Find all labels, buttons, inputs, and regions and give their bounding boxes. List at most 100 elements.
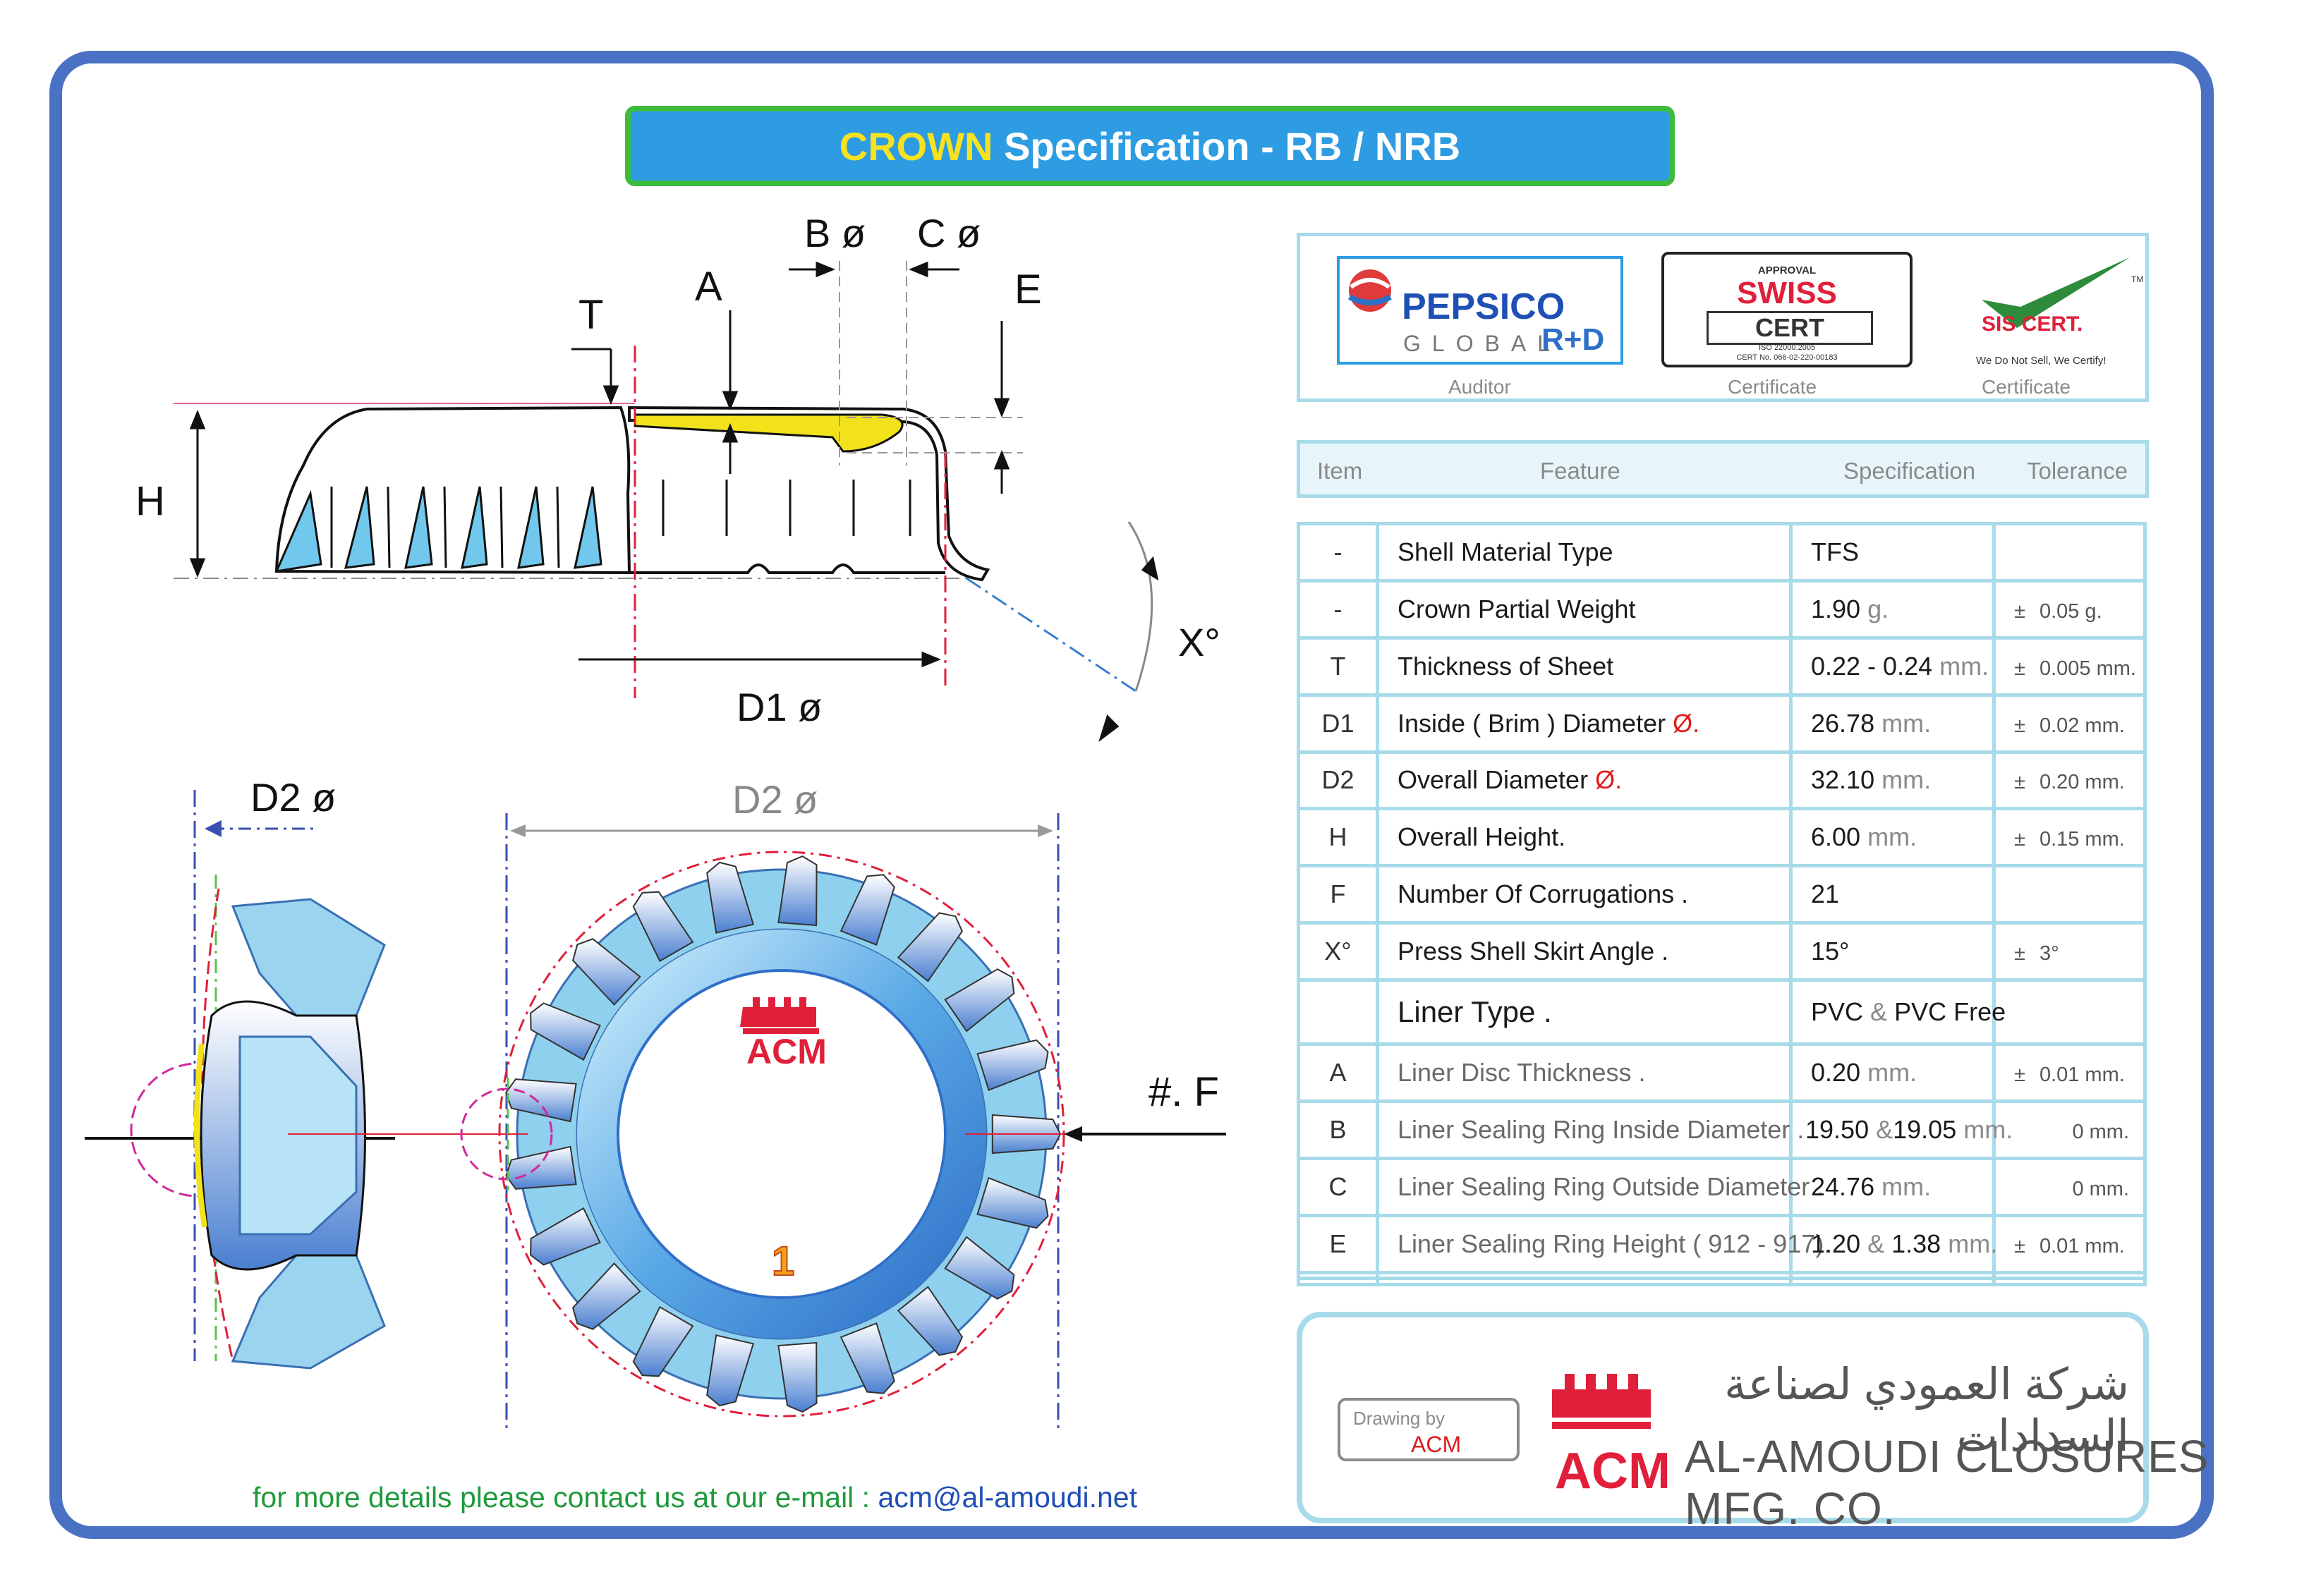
table-row: F Number Of Corrugations . 21 <box>1297 864 2147 925</box>
corrugation-tooth <box>505 1145 577 1190</box>
item-cell: T <box>1297 635 1379 697</box>
spec-cell: 19.50 &19.05 mm. <box>1789 1099 2013 1160</box>
feature-cell: Shell Material Type <box>1376 522 1793 583</box>
feature-cell: Liner Disc Thickness . <box>1376 1042 1793 1104</box>
feature-cell: Press Shell Skirt Angle . <box>1376 921 1793 982</box>
table-row: A Liner Disc Thickness . 0.20 mm. ± 0.01… <box>1297 1042 2147 1104</box>
spec-unit: g. <box>1867 594 1889 623</box>
corrugation-tooth <box>944 1236 1015 1300</box>
contact-email-link[interactable]: acm@al-amoudi.net <box>878 1481 1137 1513</box>
table-row: - Shell Material Type TFS <box>1297 522 2147 583</box>
company-name-english: AL-AMOUDI CLOSURES MFG. CO. <box>1685 1431 2210 1534</box>
item-cell: A <box>1297 1042 1379 1104</box>
diameter-symbol: Ø. <box>1595 765 1623 795</box>
corrugation-tooth <box>777 1341 818 1413</box>
label-a: A <box>695 264 722 310</box>
feature-cell: Liner Sealing Ring Inside Diameter . <box>1376 1099 1804 1160</box>
table-header: Item Feature Specification Tolerance <box>1297 440 2149 498</box>
acm-logo-icon: ACM <box>740 997 827 1071</box>
spec-unit: mm. <box>1881 1171 1932 1201</box>
feature-cell: Thickness of Sheet <box>1376 635 1793 697</box>
tolerance-cell: ± 0.01 mm. <box>1992 1042 2147 1104</box>
spec-cell: 21 <box>1789 864 1996 925</box>
tol-value: 0.01 mm. <box>2039 1234 2125 1257</box>
swiss-top: SWISS <box>1737 276 1837 310</box>
contact-text: for more details please contact us at ou… <box>253 1481 871 1513</box>
item-cell: X° <box>1297 921 1379 982</box>
table-row-empty <box>1297 1270 2147 1281</box>
pepsico-name: PEPSICO <box>1402 286 1565 327</box>
tolerance-cell <box>1992 864 2147 925</box>
item-cell: B <box>1297 1099 1379 1160</box>
tol-value: 0.20 mm. <box>2039 771 2125 794</box>
spec-value-2: 1.38 <box>1891 1229 1941 1258</box>
tol-sign: ± <box>2014 1064 2025 1087</box>
spec-cell: 26.78 mm. <box>1789 693 1996 754</box>
feature-cell: Overall Diameter Ø. <box>1376 750 1793 811</box>
table-row: X° Press Shell Skirt Angle . 15° ± 3° <box>1297 921 2147 982</box>
label-f: #. F <box>1148 1069 1219 1115</box>
tolerance-cell: 0 mm. <box>1992 1156 2147 1217</box>
spec-cell: 1.20 & 1.38 mm. <box>1789 1213 1997 1274</box>
tolerance-cell: 0 mm. <box>1992 1099 2147 1160</box>
corrugation-tooth <box>897 1286 964 1356</box>
swiss-certno: CERT No. 066-02-220-00183 <box>1736 353 1838 362</box>
label-e: E <box>1014 267 1042 312</box>
spec-unit: mm. <box>1867 1058 1917 1088</box>
spec-cell: 0.20 mm. <box>1789 1042 1996 1104</box>
label-d2-center: D2 ø <box>732 777 818 822</box>
corrugation-tooth <box>571 938 641 1006</box>
spec-unit: mm. <box>1867 822 1917 852</box>
spec-value: 6.00 <box>1811 822 1861 852</box>
spec-amp: & <box>1870 997 1888 1027</box>
ring-number: 1 <box>772 1238 794 1284</box>
svg-text:ACM: ACM <box>1555 1443 1671 1499</box>
tolerance-cell <box>1992 977 2147 1047</box>
corrugation-tooth <box>897 912 964 982</box>
certification-panel: PEPSICO GLOBAL R+D APPROVAL SWISS CERT I… <box>1297 233 2149 402</box>
spec-cell: 6.00 mm. <box>1789 807 1996 868</box>
company-name-arabic: شركة العمودي لصناعة السدادات <box>1724 1360 2129 1461</box>
crown-technical-drawing: T A B ø C ø E H D1 ø X° D2 ø <box>85 211 1226 1430</box>
item-cell: E <box>1297 1213 1379 1274</box>
spec-unit: mm. <box>1881 708 1932 738</box>
spec-value: 32.10 <box>1811 765 1875 795</box>
tolerance-cell: ± 0.01 mm. <box>1992 1213 2147 1274</box>
spec-unit: mm. <box>1963 1115 2013 1145</box>
corrugation-detail: D2 ø <box>85 775 395 1370</box>
corrugation-tooth <box>840 1322 895 1394</box>
spec-value: 19.50 <box>1805 1115 1869 1145</box>
spec-cell: 32.10 mm. <box>1789 750 1996 811</box>
company-panel <box>1297 1312 2149 1523</box>
feature-cell: Liner Sealing Ring Height ( 912 - 917). <box>1376 1213 1831 1274</box>
item-cell: - <box>1297 578 1379 640</box>
spec-cell: PVC & PVC Free <box>1789 977 2006 1047</box>
item-cell: - <box>1297 522 1379 583</box>
tol-value: 0.005 mm. <box>2039 657 2136 680</box>
tol-value: 3° <box>2039 942 2059 965</box>
tol-value: 0.05 g. <box>2039 599 2102 623</box>
page-frame <box>49 51 2214 1539</box>
caption-certificate-2: Certificate <box>1982 376 2071 398</box>
spec-unit: mm. <box>1939 651 1989 681</box>
tolerance-cell <box>1992 522 2147 583</box>
drawn-by-label: Drawing by <box>1353 1408 1446 1429</box>
swiss-bottom: CERT <box>1707 311 1873 345</box>
spec-cell: TFS <box>1789 522 1996 583</box>
spec-value: 21 <box>1811 879 1840 909</box>
table-row: Liner Type . PVC & PVC Free <box>1297 977 2147 1047</box>
spec-cell: 1.90 g. <box>1789 578 1996 640</box>
table-row: C Liner Sealing Ring Outside Diameter . … <box>1297 1156 2147 1217</box>
label-c: C ø <box>917 211 981 255</box>
corrugation-tooth <box>505 1078 577 1123</box>
feature-text: Inside ( Brim ) Diameter <box>1398 708 1666 738</box>
item-cell <box>1297 977 1379 1047</box>
tol-value: 0.01 mm. <box>2039 1064 2125 1087</box>
corrugation-tooth <box>976 1039 1049 1092</box>
globe-icon <box>1348 269 1392 312</box>
spec-cell: 0.22 - 0.24 mm. <box>1789 635 1996 697</box>
label-b: B ø <box>804 211 866 255</box>
tol-sign: ± <box>2014 714 2025 737</box>
corrugation-tooth <box>944 968 1015 1032</box>
table-row: T Thickness of Sheet 0.22 - 0.24 mm. ± 0… <box>1297 635 2147 697</box>
